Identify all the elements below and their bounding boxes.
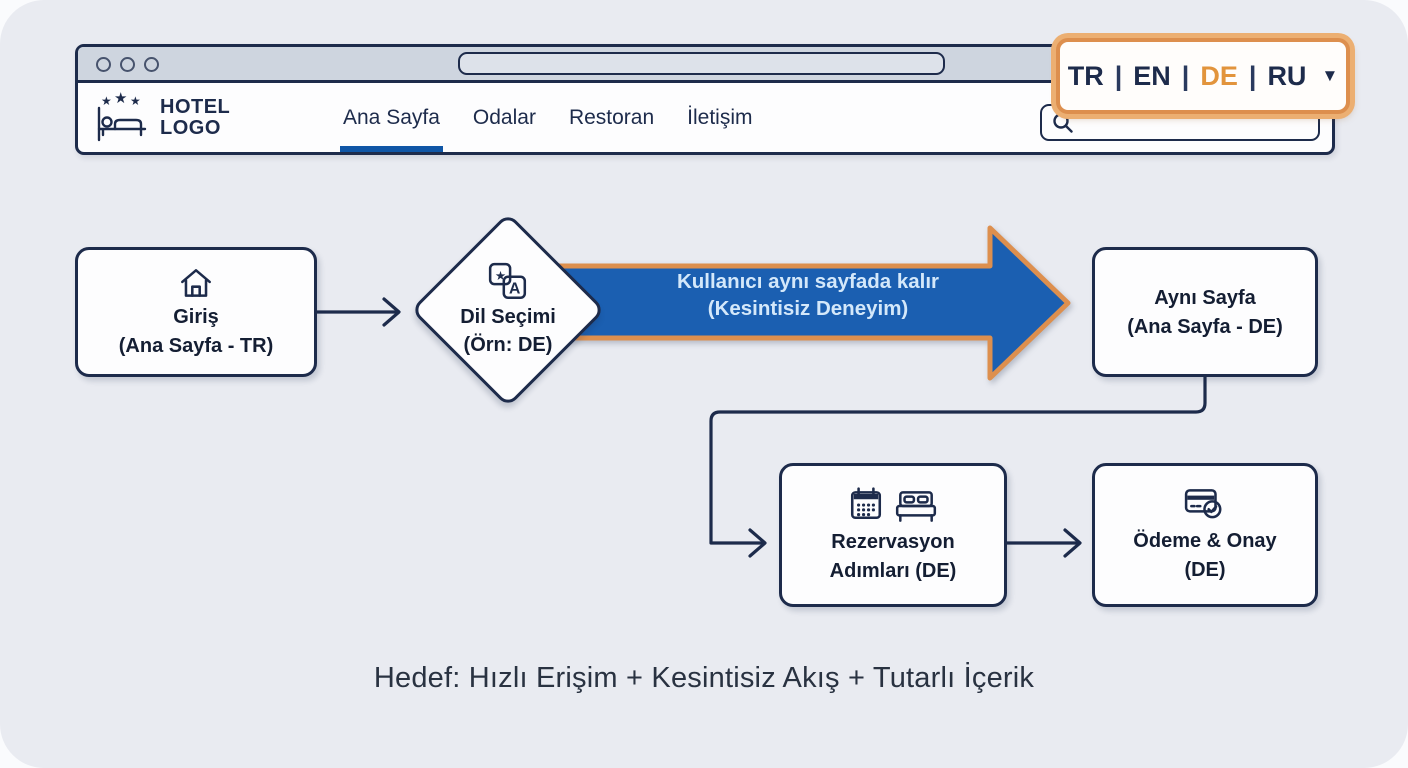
translate-icon: ★ A [488, 262, 527, 300]
window-controls [96, 57, 159, 72]
seamless-flow-label-line1: Kullanıcı aynı sayfada kalır [676, 270, 940, 293]
language-option-de[interactable]: DE [1200, 60, 1238, 91]
bed-icon [895, 491, 936, 522]
hotel-logo-text: HOTEL LOGO [160, 96, 231, 139]
language-separator: | [1114, 60, 1123, 91]
flow-node-odeme: Ödeme & Onay (DE) [1092, 463, 1318, 607]
window-control-icon[interactable] [144, 57, 159, 72]
arrow-ayni-to-rezervasyon [709, 375, 1207, 558]
nav-item-restoran[interactable]: Restoran [568, 105, 655, 129]
flow-node-dil-secimi: ★ A Dil Seçimi (Örn: DE) [418, 244, 598, 376]
language-selector[interactable]: TR | EN | DE | RU ▼ [1056, 38, 1350, 114]
node-icons [848, 486, 939, 522]
arrow-giris-to-dil [315, 297, 401, 327]
svg-text:★: ★ [130, 94, 141, 108]
url-bar[interactable] [458, 52, 945, 75]
window-control-icon[interactable] [96, 57, 111, 72]
search-icon [1053, 112, 1073, 133]
home-icon [181, 269, 211, 297]
flow-node-rezervasyon: Rezervasyon Adımları (DE) [779, 463, 1007, 607]
language-separator: | [1181, 60, 1190, 91]
main-navigation: Ana Sayfa Odalar Restoran İletişim [340, 83, 756, 152]
flow-node-giris: Giriş (Ana Sayfa - TR) [75, 247, 317, 377]
svg-text:★: ★ [495, 269, 506, 283]
seamless-flow-arrow [517, 225, 1071, 381]
node-subtitle: (DE) [1184, 559, 1226, 581]
node-subtitle: (Örn: DE) [463, 334, 553, 356]
hotel-bed-logo-icon: ★ ★ ★ [97, 91, 147, 142]
calendar-icon [850, 487, 881, 520]
node-subtitle: (Ana Sayfa - TR) [118, 335, 274, 357]
node-title: Aynı Sayfa [1154, 286, 1256, 309]
node-subtitle: (Ana Sayfa - DE) [1127, 315, 1283, 338]
language-option-tr[interactable]: TR [1067, 60, 1104, 91]
node-subtitle: Adımları (DE) [829, 560, 957, 582]
flow-node-ayni-sayfa: Aynı Sayfa (Ana Sayfa - DE) [1092, 247, 1318, 377]
goal-caption: Hedef: Hızlı Erişim + Kesintisiz Akış + … [373, 662, 1035, 694]
language-separator: | [1248, 60, 1257, 91]
svg-text:★: ★ [101, 94, 112, 108]
payment-confirm-icon [1184, 489, 1222, 519]
node-title: Rezervasyon [831, 531, 955, 553]
nav-item-odalar[interactable]: Odalar [472, 105, 536, 129]
window-control-icon[interactable] [120, 57, 135, 72]
hotel-logo[interactable]: ★ ★ ★ HOTEL LOGO [94, 91, 230, 145]
node-title: Giriş [173, 306, 219, 328]
node-title: Dil Seçimi [460, 306, 556, 328]
arrow-rezervasyon-to-odeme [1005, 528, 1082, 558]
language-option-ru[interactable]: RU [1267, 60, 1307, 91]
nav-item-ana-sayfa[interactable]: Ana Sayfa [340, 83, 443, 152]
svg-text:★: ★ [114, 91, 127, 107]
nav-item-iletisim[interactable]: İletişim [687, 105, 753, 129]
node-title: Ödeme & Onay [1133, 530, 1277, 552]
seamless-flow-label-line2: (Kesintisiz Deneyim) [707, 297, 909, 321]
svg-text:A: A [509, 281, 520, 298]
language-option-en[interactable]: EN [1133, 60, 1171, 91]
seamless-flow-label: Kullanıcı aynı sayfada kalır (Kesintisiz… [628, 268, 988, 322]
chevron-down-icon: ▼ [1321, 66, 1339, 85]
